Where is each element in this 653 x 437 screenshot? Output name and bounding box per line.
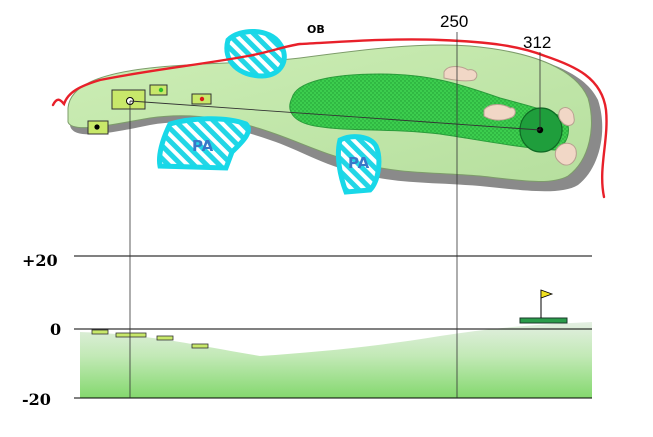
ob-label: OB (307, 23, 325, 36)
tee-marker-green (158, 87, 164, 93)
bunker-behind-green (558, 107, 575, 126)
ob-line (51, 38, 608, 199)
bunker-middle (483, 104, 516, 121)
distance-marker-312: 312 (523, 33, 551, 52)
tee-elevation-4 (191, 343, 209, 349)
tee-elevation-1 (91, 329, 109, 335)
elevation-label-plus-20: +20 (22, 251, 58, 270)
tee-marker-front (94, 124, 100, 130)
penalty-area-right-label: PA (348, 154, 370, 172)
penalty-area-left (157, 116, 251, 171)
green-elevation (519, 317, 568, 324)
line-of-play (129, 100, 541, 131)
distance-marker-250: 250 (440, 12, 468, 31)
tee-marker-red (199, 96, 205, 102)
bunker-top (443, 66, 478, 82)
bunker-right-green (554, 142, 577, 166)
tee-box-blue (149, 84, 168, 96)
fairway (289, 73, 569, 151)
tee-elevation-3 (156, 335, 174, 341)
penalty-area-right (335, 134, 382, 195)
elevation-label-minus-20: -20 (22, 390, 51, 409)
elevation-profile: +20 0 -20 (22, 32, 592, 409)
flag-icon (540, 289, 554, 299)
penalty-area-left-label: PA (192, 137, 214, 155)
elevation-label-zero: 0 (50, 320, 61, 339)
tee-elevation-2 (115, 332, 147, 338)
terrain-profile (80, 322, 592, 398)
hole-plan (51, 28, 608, 199)
